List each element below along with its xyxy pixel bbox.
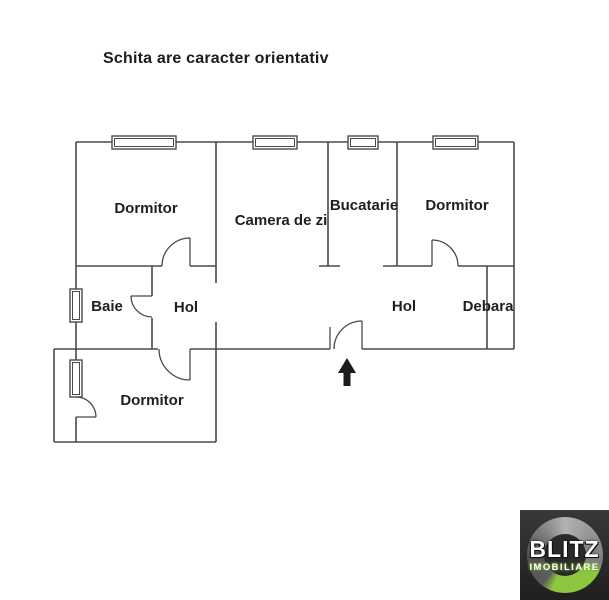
room-label-camera-de-zi: Camera de zi [235, 212, 328, 229]
window-dormitor-tr [432, 135, 479, 150]
window-dormitor-bottom [69, 359, 83, 398]
agency-logo: BLITZ IMOBILIARE [520, 510, 609, 600]
window-bucatarie [347, 135, 379, 150]
door-dormitor-tr [431, 239, 459, 267]
room-label-dormitor-tl: Dormitor [114, 200, 177, 217]
room-label-hol-right: Hol [392, 298, 416, 315]
entrance-arrow-icon [338, 358, 356, 386]
room-label-hol-left: Hol [174, 299, 198, 316]
room-label-dormitor-bottom: Dormitor [120, 392, 183, 409]
room-label-bucatarie: Bucatarie [330, 197, 398, 214]
plan-disclaimer-title: Schita are caracter orientativ [103, 50, 329, 67]
logo-ring-icon [527, 517, 603, 593]
window-dormitor-tl [111, 135, 177, 150]
logo-subtitle-text: IMOBILIARE [529, 562, 600, 573]
room-label-dormitor-tr: Dormitor [425, 197, 488, 214]
room-label-baie: Baie [91, 298, 123, 315]
window-baie [69, 288, 83, 323]
room-label-debara: Debara [463, 298, 515, 315]
door-entrance [329, 320, 363, 350]
window-camera-de-zi [252, 135, 298, 150]
logo-brand-text: BLITZ [529, 536, 600, 562]
door-dormitor-tl [161, 237, 191, 267]
door-baie [130, 295, 153, 318]
door-dormitor-bottom [158, 348, 191, 381]
logo-ring-hole [544, 534, 586, 576]
interior-walls [75, 142, 514, 442]
door-balcony [75, 396, 97, 418]
